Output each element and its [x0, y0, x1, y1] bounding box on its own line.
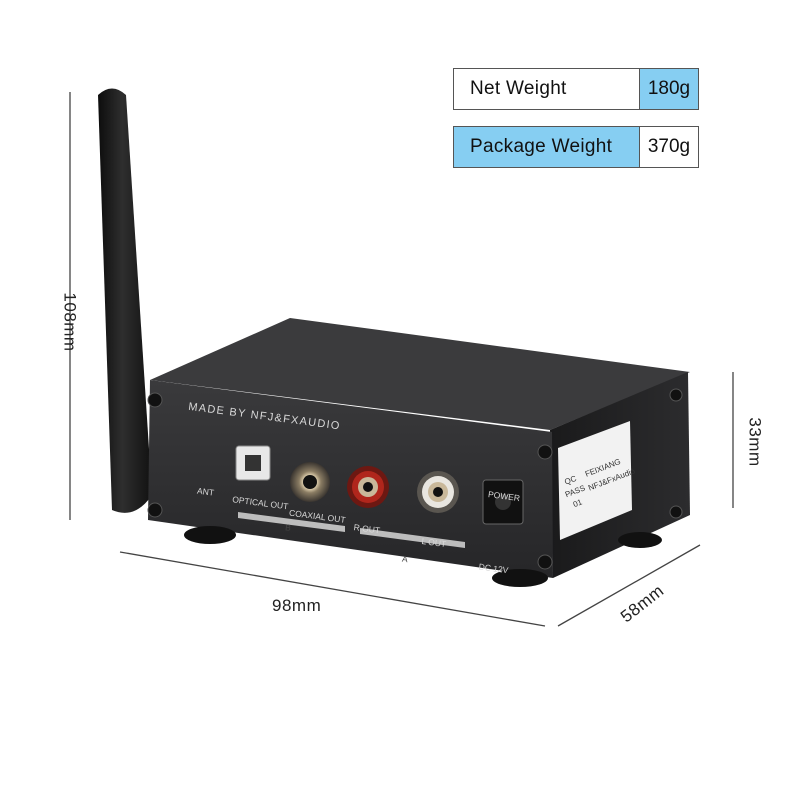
depth-height-dimension-label: 33mm [745, 417, 765, 467]
width-dimension-line [119, 551, 546, 627]
width-dimension-label: 98mm [272, 596, 322, 615]
net-weight-value: 180g [639, 69, 698, 109]
r-out-jack [347, 466, 389, 508]
height-dimension-label: 108mm [60, 292, 80, 352]
l-out-label: L OUT [421, 536, 447, 549]
l-out-jack [417, 471, 459, 513]
dc-label: DC 12V [478, 561, 509, 575]
dc-power-jack [482, 479, 524, 525]
coaxial-out-jack [290, 462, 330, 502]
group-a-label: A [402, 554, 409, 565]
depth-dimension-line [557, 544, 701, 627]
power-label: POWER [488, 489, 521, 503]
group-a-bar [360, 528, 465, 548]
net-weight-box: Net Weight 180g [453, 68, 699, 110]
qc-line-3: 01 [572, 497, 584, 509]
package-weight-box: Package Weight 370g [453, 126, 699, 168]
optical-out-port [235, 445, 271, 481]
package-weight-label: Package Weight [454, 127, 639, 167]
net-weight-label: Net Weight [470, 78, 567, 99]
ant-label: ANT [197, 486, 215, 498]
qc-line-1: QC [563, 474, 578, 487]
group-b-bar [238, 512, 345, 532]
r-out-label: R OUT [353, 522, 381, 535]
qc-sticker [558, 421, 632, 540]
package-weight-value: 370g [639, 127, 698, 167]
group-b-label: B [285, 522, 292, 533]
